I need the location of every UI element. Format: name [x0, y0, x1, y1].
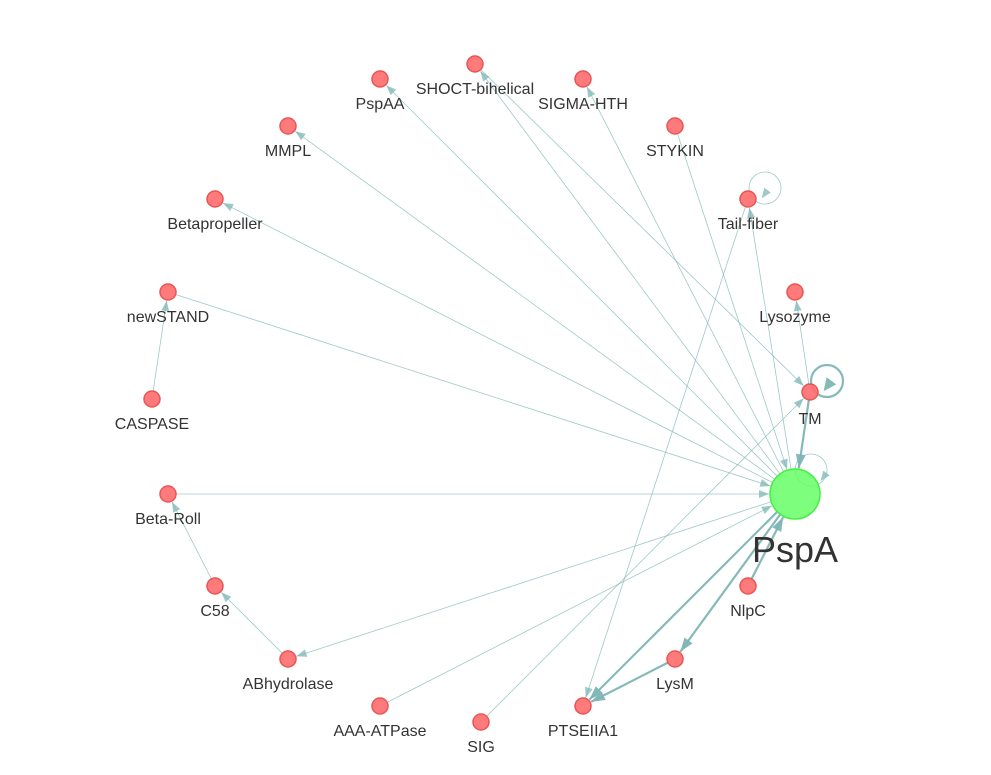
edge-newstand-to-pspa — [175, 294, 771, 487]
edge-pspa-to-mmpl-arrowhead — [295, 131, 306, 141]
edge-beta-roll-to-pspa-arrowhead — [759, 490, 769, 498]
node-sig[interactable] — [472, 713, 490, 731]
node-tail-fiber[interactable] — [739, 190, 757, 208]
edge-tm-to-pspa-arrowhead — [795, 453, 806, 469]
edge-tm-to-tm-arrowhead — [823, 377, 837, 392]
node-label-ptseiia1: PTSEIIA1 — [548, 723, 618, 740]
node-label-stykin: STYKIN — [646, 143, 704, 160]
node-ptseiia1[interactable] — [574, 697, 592, 715]
edge-pspa-to-shoct-bihelical — [480, 70, 781, 475]
node-lysozyme[interactable] — [786, 283, 804, 301]
node-label-sig: SIG — [467, 739, 495, 756]
node-label-shoct-bihelical: SHOCT-bihelical — [416, 81, 534, 98]
node-label-lysm: LysM — [656, 676, 694, 693]
node-tm[interactable] — [801, 383, 819, 401]
node-pspa[interactable] — [769, 468, 821, 520]
edge-pspa-to-betapropeller — [222, 202, 773, 484]
node-label-tail-fiber: Tail-fiber — [718, 216, 779, 233]
node-pspaa[interactable] — [371, 70, 389, 88]
edge-pspa-to-ptseiia1 — [588, 510, 779, 701]
edge-c58-to-beta-roll — [171, 501, 212, 580]
node-label-c58: C58 — [200, 603, 229, 620]
node-label-lysozyme: Lysozyme — [759, 309, 831, 326]
node-c58[interactable] — [206, 577, 224, 595]
node-abhydrolase[interactable] — [279, 650, 297, 668]
node-label-aaa-atpase: AAA-ATPase — [333, 723, 426, 740]
node-betapropeller[interactable] — [206, 190, 224, 208]
edge-pspa-to-ptseiia1-arrowhead — [589, 686, 603, 700]
edge-pspa-to-sigma-hth-arrowhead — [587, 87, 596, 98]
edge-pspa-to-abhydrolase — [296, 501, 772, 657]
edge-sig-to-tm-arrowhead — [793, 398, 804, 409]
edge-caspase-to-newstand-arrowhead — [161, 300, 170, 312]
edge-c58-to-beta-roll-arrowhead — [172, 502, 181, 513]
edges-layer — [152, 69, 845, 717]
edge-tail-fiber-to-tail-fiber-arrowhead — [761, 187, 771, 199]
edge-tail-fiber-to-ptseiia1-arrowhead — [585, 686, 593, 698]
node-label-newstand: newSTAND — [127, 309, 209, 326]
node-label-beta-roll: Beta-Roll — [135, 511, 201, 528]
edge-pspa-to-pspa-arrowhead — [820, 470, 830, 481]
node-lysm[interactable] — [666, 650, 684, 668]
edge-shoct-bihelical-to-tm-arrowhead — [793, 375, 804, 386]
edge-aaa-atpase-to-pspa-arrowhead — [761, 505, 772, 514]
node-label-caspase: CASPASE — [115, 416, 189, 433]
edge-stykin-to-pspa-arrowhead — [780, 458, 788, 470]
node-label-sigma-hth: SIGMA-HTH — [538, 96, 628, 113]
edge-stykin-to-pspa — [677, 133, 788, 470]
node-label-pspa: PspA — [752, 529, 838, 570]
edge-tm-to-tm — [809, 363, 845, 399]
edge-abhydrolase-to-c58 — [221, 592, 283, 654]
edge-abhydrolase-to-c58-arrowhead — [221, 592, 232, 603]
edge-pspa-to-abhydrolase-arrowhead — [296, 649, 308, 657]
edge-lysm-to-ptseiia1-arrowhead — [591, 691, 606, 702]
node-mmpl[interactable] — [279, 117, 297, 135]
node-aaa-atpase[interactable] — [371, 697, 389, 715]
node-label-nlpc: NlpC — [730, 603, 766, 620]
edge-tail-fiber-to-ptseiia1 — [585, 206, 746, 698]
node-sigma-hth[interactable] — [574, 70, 592, 88]
edge-aaa-atpase-to-pspa — [386, 505, 773, 703]
node-beta-roll[interactable] — [159, 485, 177, 503]
node-label-abhydrolase: ABhydrolase — [243, 676, 334, 693]
edge-pspa-to-shoct-bihelical-arrowhead — [480, 71, 490, 82]
edge-pspa-to-lysm-arrowhead — [680, 637, 693, 652]
edge-tm-to-lysozyme-arrowhead — [793, 300, 802, 312]
edge-pspa-to-tail-fiber — [749, 207, 792, 470]
edge-pspa-to-betapropeller-arrowhead — [223, 203, 234, 212]
node-nlpc[interactable] — [739, 577, 757, 595]
edge-pspa-to-mmpl — [295, 130, 776, 480]
node-caspase[interactable] — [143, 390, 161, 408]
edge-tm-to-lysozyme — [795, 300, 810, 385]
edge-pspa-to-pspaa-arrowhead — [386, 85, 397, 96]
edge-sig-to-tm — [486, 398, 804, 717]
edge-lysm-to-ptseiia1 — [590, 661, 669, 703]
edge-shoct-bihelical-to-tm — [480, 69, 804, 386]
node-label-pspaa: PspAA — [356, 96, 405, 113]
node-label-mmpl: MMPL — [265, 143, 311, 160]
node-shoct-bihelical[interactable] — [466, 55, 484, 73]
node-stykin[interactable] — [666, 117, 684, 135]
edge-newstand-to-pspa-arrowhead — [759, 479, 771, 487]
edge-nlpc-to-pspa-arrowhead — [772, 517, 784, 532]
nodes-layer — [143, 55, 821, 731]
node-newstand[interactable] — [159, 283, 177, 301]
node-label-tm: TM — [798, 411, 821, 428]
edge-pspa-to-sigma-hth — [586, 86, 784, 472]
node-label-betapropeller: Betapropeller — [167, 216, 263, 233]
edge-tail-fiber-to-tail-fiber — [748, 171, 782, 205]
edge-pspa-to-pspaa — [386, 85, 778, 477]
edge-pspa-to-lysm — [679, 513, 782, 653]
edge-caspase-to-newstand — [152, 300, 168, 392]
edge-pspa-to-tail-fiber-arrowhead — [747, 207, 755, 219]
